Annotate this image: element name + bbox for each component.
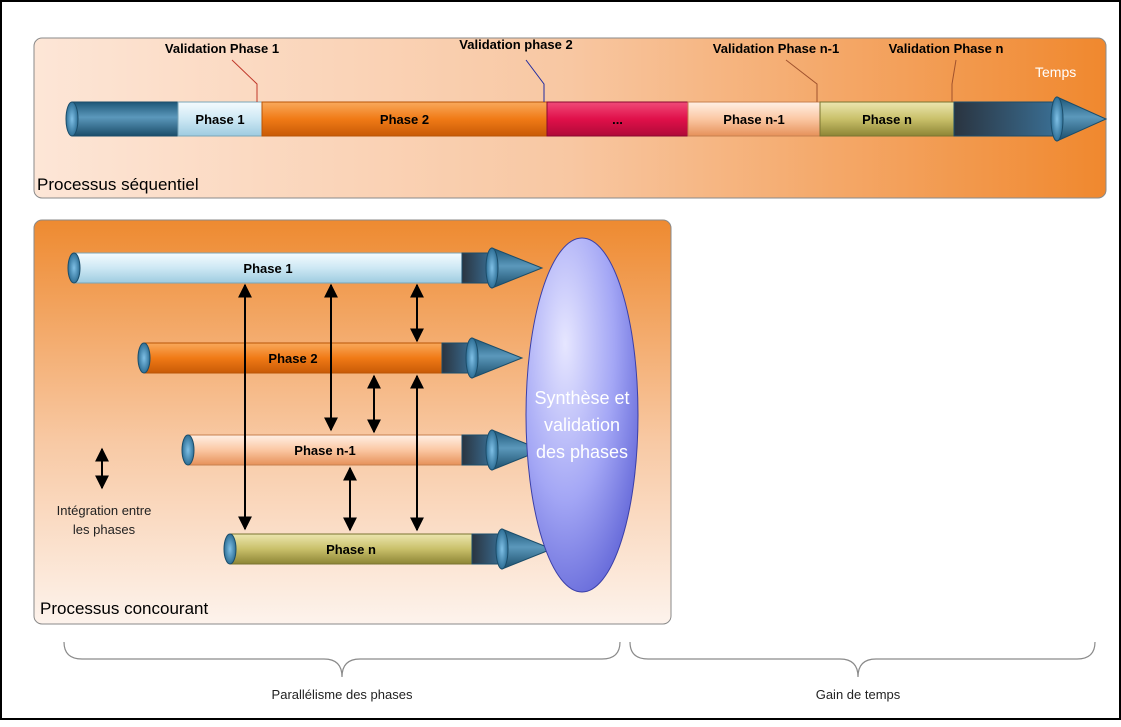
concurrent-phase-cap — [67, 252, 81, 284]
sequential-phase-label-4: Phase n-1 — [723, 112, 784, 127]
sequential-phase-label-5: Phase n — [862, 112, 912, 127]
concurrent-phase-label-1: Phase 1 — [243, 261, 292, 276]
concurrent-phase-label-3: Phase n-1 — [294, 443, 355, 458]
arrowhead-base — [1050, 96, 1064, 142]
concurrent-phase-arrowhead — [465, 337, 524, 379]
validation-label-1: Validation Phase 1 — [165, 41, 279, 56]
legend-line-1: Intégration entre — [57, 503, 152, 518]
arrowhead-base — [485, 247, 499, 289]
synthesis-line-1: Synthèse et — [534, 388, 629, 408]
arrowhead-base — [495, 528, 509, 570]
timeline-end-segment — [953, 101, 1058, 137]
sequential-phase-4 — [687, 101, 821, 137]
validation-leader-3 — [785, 59, 818, 102]
synthesis-line-2: validation — [544, 415, 620, 435]
sequential-phase-2 — [261, 101, 548, 137]
timeline-start-segment — [71, 101, 179, 137]
concurrent-phase-arrowhead — [495, 528, 554, 570]
concurrent-phase-arrowhead — [485, 429, 544, 471]
validation-markers: Validation Phase 1 Validation phase 2 Vali… — [165, 37, 1004, 102]
arrowhead-base — [485, 429, 499, 471]
concurrent-title: Processus concourant — [40, 599, 208, 618]
right-brace-label: Gain de temps — [816, 687, 901, 702]
concurrent-phase-4: Phase n — [223, 528, 554, 570]
validation-label-3: Validation Phase n-1 — [713, 41, 839, 56]
timeline-arrowhead — [1050, 96, 1108, 142]
legend-line-2: les phases — [73, 522, 136, 537]
validation-label-2: Validation phase 2 — [459, 37, 572, 52]
concurrent-phase-cap — [181, 434, 195, 466]
sequential-phase-1 — [177, 101, 263, 137]
sequential-phase-3 — [546, 101, 689, 137]
concurrent-phase-cap — [223, 533, 237, 565]
sequential-phase-label-2: Phase 2 — [380, 112, 429, 127]
left-brace-label: Parallélisme des phases — [272, 687, 413, 702]
concurrent-phase-2: Phase 2 — [137, 337, 524, 379]
sequential-title: Processus séquentiel — [37, 175, 199, 194]
timeline-start-cap — [65, 101, 79, 137]
concurrent-phase-arrowhead — [485, 247, 544, 289]
validation-leader-2 — [525, 59, 545, 102]
concurrent-phase-label-4: Phase n — [326, 542, 376, 557]
concurrent-phase-1: Phase 1 — [67, 247, 544, 289]
left-brace — [63, 641, 621, 678]
validation-label-4: Validation Phase n — [889, 41, 1004, 56]
concurrent-panel — [33, 219, 672, 625]
time-label: Temps — [1035, 64, 1076, 80]
integration-arrows — [238, 283, 424, 532]
sequential-phase-label-3: ... — [612, 112, 623, 127]
synthesis-ellipse — [525, 237, 639, 593]
sequential-phase-label-1: Phase 1 — [195, 112, 244, 127]
concurrent-phase-label-2: Phase 2 — [268, 351, 317, 366]
validation-leader-1 — [231, 59, 258, 102]
right-brace — [629, 641, 1096, 678]
sequential-phase-5 — [819, 101, 955, 137]
concurrent-phase-cap — [137, 342, 151, 374]
sequential-timeline: Phase 1 Phase 2... Phase n-1 Phase n — [65, 96, 1108, 142]
arrowhead-base — [465, 337, 479, 379]
concurrent-phase-3: Phase n-1 — [181, 429, 544, 471]
validation-leader-4 — [951, 59, 957, 102]
concurrent-phase-body — [229, 533, 473, 565]
synthesis-line-3: des phases — [536, 442, 628, 462]
